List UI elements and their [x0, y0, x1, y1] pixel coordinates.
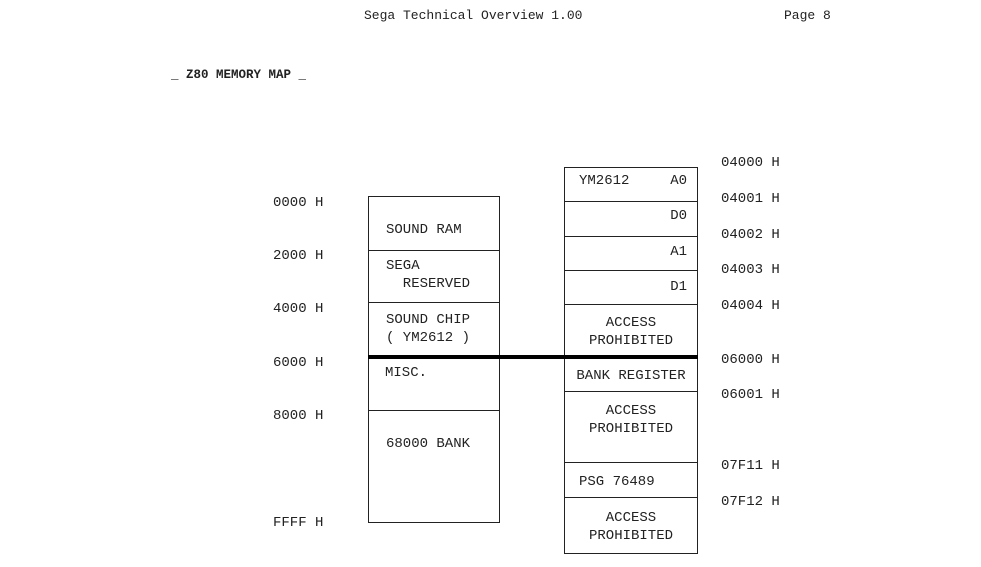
region-label: ACCESS: [605, 403, 657, 419]
region-label: ( YM2612 ): [386, 330, 471, 346]
region-bank-register: BANK REGISTER: [564, 357, 698, 392]
region-label: A1: [670, 244, 687, 260]
right-address-04001: 04001 H: [721, 191, 780, 207]
left-address-8000: 8000 H: [273, 408, 324, 424]
region-label: ACCESS: [605, 315, 657, 331]
region-label: D1: [670, 279, 687, 295]
right-address-06001: 06001 H: [721, 387, 780, 403]
region-68000-bank: 68000 BANK: [368, 410, 500, 523]
region-ym2612-d1: D1: [564, 270, 698, 305]
region-label: ACCESS: [605, 510, 657, 526]
left-address-2000: 2000 H: [273, 248, 324, 264]
region-label: A0: [670, 173, 687, 189]
region-access-prohibited-2: ACCESS PROHIBITED: [564, 391, 698, 463]
region-label: YM2612: [579, 173, 630, 189]
region-sound-chip: SOUND CHIP ( YM2612 ): [368, 302, 500, 358]
region-misc: MISC.: [368, 357, 500, 411]
page-number: Page 8: [784, 8, 831, 23]
region-ym2612-a0: YM2612 A0: [564, 167, 698, 202]
left-address-ffff: FFFF H: [273, 515, 324, 531]
right-address-07f11: 07F11 H: [721, 458, 780, 474]
region-label: PSG 76489: [579, 474, 655, 490]
region-ym2612-a1: A1: [564, 236, 698, 271]
region-label: MISC.: [385, 365, 428, 381]
region-label: PROHIBITED: [588, 528, 673, 544]
region-ym2612-d0: D0: [564, 201, 698, 237]
left-address-0000: 0000 H: [273, 195, 324, 211]
bank-boundary-line: [368, 355, 698, 359]
region-sound-ram: SOUND RAM: [368, 196, 500, 251]
region-access-prohibited-3: ACCESS PROHIBITED: [564, 497, 698, 554]
region-sega-reserved: SEGA RESERVED: [368, 250, 500, 303]
region-psg-76489: PSG 76489: [564, 462, 698, 498]
document-title: Sega Technical Overview 1.00: [364, 8, 583, 23]
right-address-07f12: 07F12 H: [721, 494, 780, 510]
right-address-04004: 04004 H: [721, 298, 780, 314]
right-address-04002: 04002 H: [721, 227, 780, 243]
region-label: RESERVED: [386, 276, 471, 292]
section-title: _ Z80 MEMORY MAP _: [171, 68, 307, 82]
region-label: SOUND RAM: [386, 222, 462, 238]
region-label: 68000 BANK: [386, 436, 471, 452]
left-address-6000: 6000 H: [273, 355, 324, 371]
region-label: SEGA: [386, 258, 420, 274]
region-access-prohibited-1: ACCESS PROHIBITED: [564, 304, 698, 358]
region-label: D0: [670, 208, 687, 224]
left-address-4000: 4000 H: [273, 301, 324, 317]
region-label: BANK REGISTER: [576, 368, 686, 384]
region-label: PROHIBITED: [588, 421, 673, 437]
right-address-04003: 04003 H: [721, 262, 780, 278]
right-address-04000: 04000 H: [721, 155, 780, 171]
region-label: SOUND CHIP: [386, 312, 471, 328]
right-address-06000: 06000 H: [721, 352, 780, 368]
region-label: PROHIBITED: [588, 333, 673, 349]
